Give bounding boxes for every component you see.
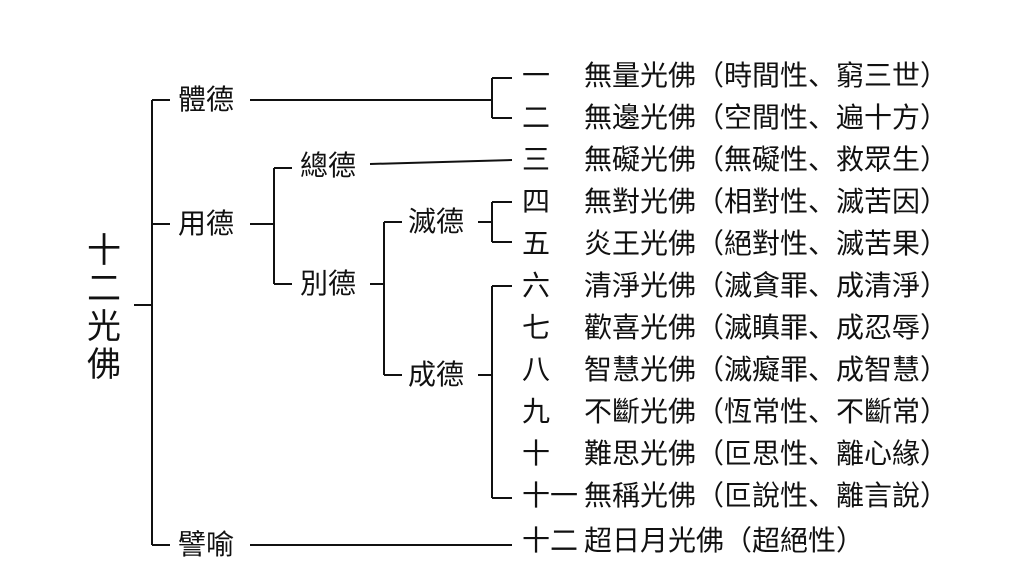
root-char: 二 — [87, 269, 121, 309]
buddha-entry: 無量光佛（時間性、窮三世） — [584, 59, 949, 92]
branch-metaphor: 譬喻 — [178, 528, 235, 561]
buddha-number: 四 — [522, 185, 551, 218]
buddha-number: 十二 — [522, 524, 579, 557]
buddha-entry: 清淨光佛（滅貪罪、成清淨） — [584, 269, 949, 302]
buddha-entry: 超日月光佛（超絕性） — [584, 524, 865, 557]
buddha-entry: 無邊光佛（空間性、遍十方） — [584, 101, 949, 134]
sub-branch-specific-virtue: 別德 — [300, 267, 357, 300]
root-char: 光 — [87, 307, 121, 347]
buddha-entry: 炎王光佛（絕對性、滅苦果） — [584, 227, 949, 260]
branch-body-virtue: 體德 — [178, 83, 235, 116]
buddha-number: 十一 — [522, 479, 579, 512]
buddha-number: 六 — [522, 269, 551, 302]
buddha-number: 十 — [522, 437, 551, 470]
sub-branch-general-virtue: 總德 — [300, 149, 357, 182]
buddha-entry: 無礙光佛（無礙性、救眾生） — [584, 143, 949, 176]
buddha-entry: 不斷光佛（恆常性、不斷常） — [584, 395, 949, 428]
buddha-number: 一 — [522, 59, 551, 92]
buddha-entry: 歡喜光佛（滅瞋罪、成忍辱） — [584, 311, 949, 344]
root-char: 佛 — [87, 345, 121, 385]
buddha-number: 九 — [522, 395, 551, 428]
buddha-entry: 無稱光佛（叵說性、離言說） — [584, 479, 949, 512]
sub-branch-accomplish-virtue: 成德 — [408, 358, 465, 391]
buddha-number: 七 — [522, 311, 551, 344]
sub-branch-extinguish-virtue: 滅德 — [408, 205, 465, 238]
buddha-entry: 智慧光佛（滅癡罪、成智慧） — [584, 353, 949, 386]
branch-function-virtue: 用德 — [178, 207, 235, 240]
root-label: 十 二 光 佛 — [84, 232, 124, 384]
buddha-number: 三 — [522, 143, 551, 176]
root-char: 十 — [87, 231, 121, 271]
buddha-entry: 無對光佛（相對性、滅苦因） — [584, 185, 949, 218]
buddha-number: 八 — [522, 353, 551, 386]
buddha-number: 五 — [522, 227, 551, 260]
buddha-number: 二 — [522, 101, 551, 134]
buddha-entry: 難思光佛（叵思性、離心緣） — [584, 437, 949, 470]
